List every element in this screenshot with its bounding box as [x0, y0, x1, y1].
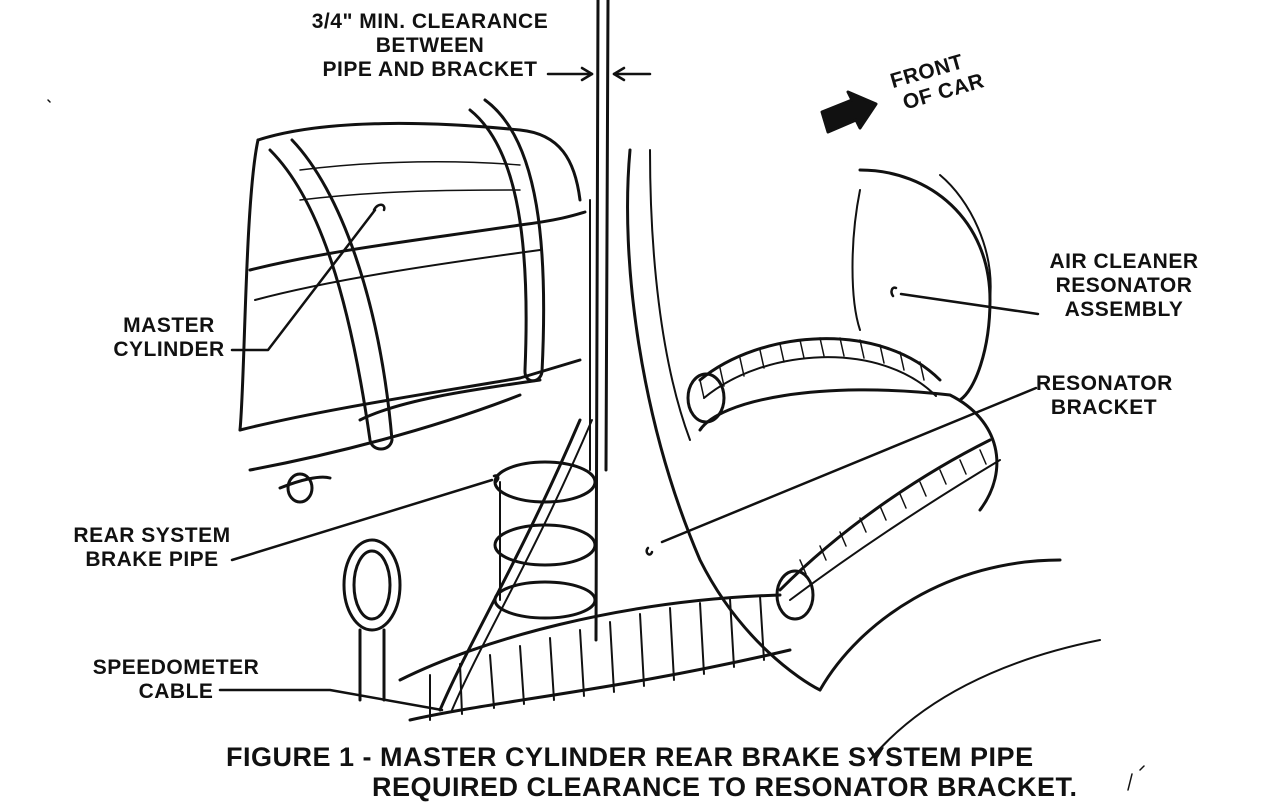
resonator-bracket-label: RESONATOR BRACKET	[1036, 372, 1172, 420]
resonator-bracket-line1: RESONATOR	[1036, 372, 1173, 395]
clearance-label-line3: PIPE AND BRACKET	[322, 58, 538, 81]
master-cylinder-line1: MASTER	[123, 314, 215, 337]
clearance-label-line2: BETWEEN	[375, 34, 485, 57]
air-cleaner-line3: ASSEMBLY	[1064, 298, 1184, 321]
clearance-label: 3/4" MIN. CLEARANCE BETWEEN PIPE AND BRA…	[296, 10, 564, 82]
speedometer-cable-label: SPEEDOMETER CABLE	[88, 656, 264, 704]
master-cylinder	[238, 121, 587, 504]
air-cleaner-line1: AIR CLEANER	[1049, 250, 1199, 273]
clearance-pipe	[589, 0, 610, 642]
speedometer-cable-line1: SPEEDOMETER	[92, 656, 260, 679]
master-cylinder-line2: CYLINDER	[113, 338, 225, 361]
resonator-bracket-line2: BRACKET	[1050, 396, 1158, 419]
air-cleaner-label: AIR CLEANER RESONATOR ASSEMBLY	[1036, 250, 1212, 322]
rear-brake-pipe-line1: REAR SYSTEM	[73, 524, 231, 547]
dipstick-ring	[342, 538, 402, 702]
rear-brake-pipe-label: REAR SYSTEM BRAKE PIPE	[66, 524, 238, 572]
clearance-label-line1: 3/4" MIN. CLEARANCE	[311, 10, 549, 33]
corrugated-hose	[398, 593, 792, 722]
leader-lines	[218, 203, 1040, 712]
speckle-marks	[47, 99, 1145, 791]
figure-caption-line1: FIGURE 1 - MASTER CYLINDER REAR BRAKE SY…	[226, 742, 1034, 772]
speedometer-cable	[438, 418, 593, 712]
figure-caption-line2: REQUIRED CLEARANCE TO RESONATOR BRACKET.	[372, 772, 1078, 802]
speedometer-cable-line2: CABLE	[138, 680, 214, 703]
rear-brake-pipe-line2: BRAKE PIPE	[85, 548, 219, 571]
brake-lines	[268, 98, 546, 451]
front-of-car-arrow	[820, 90, 878, 134]
master-cylinder-label: MASTER CYLINDER	[104, 314, 234, 362]
air-cleaner-resonator	[626, 148, 1101, 761]
clearance-dimension-arrows	[546, 66, 652, 82]
air-cleaner-line2: RESONATOR	[1055, 274, 1193, 297]
